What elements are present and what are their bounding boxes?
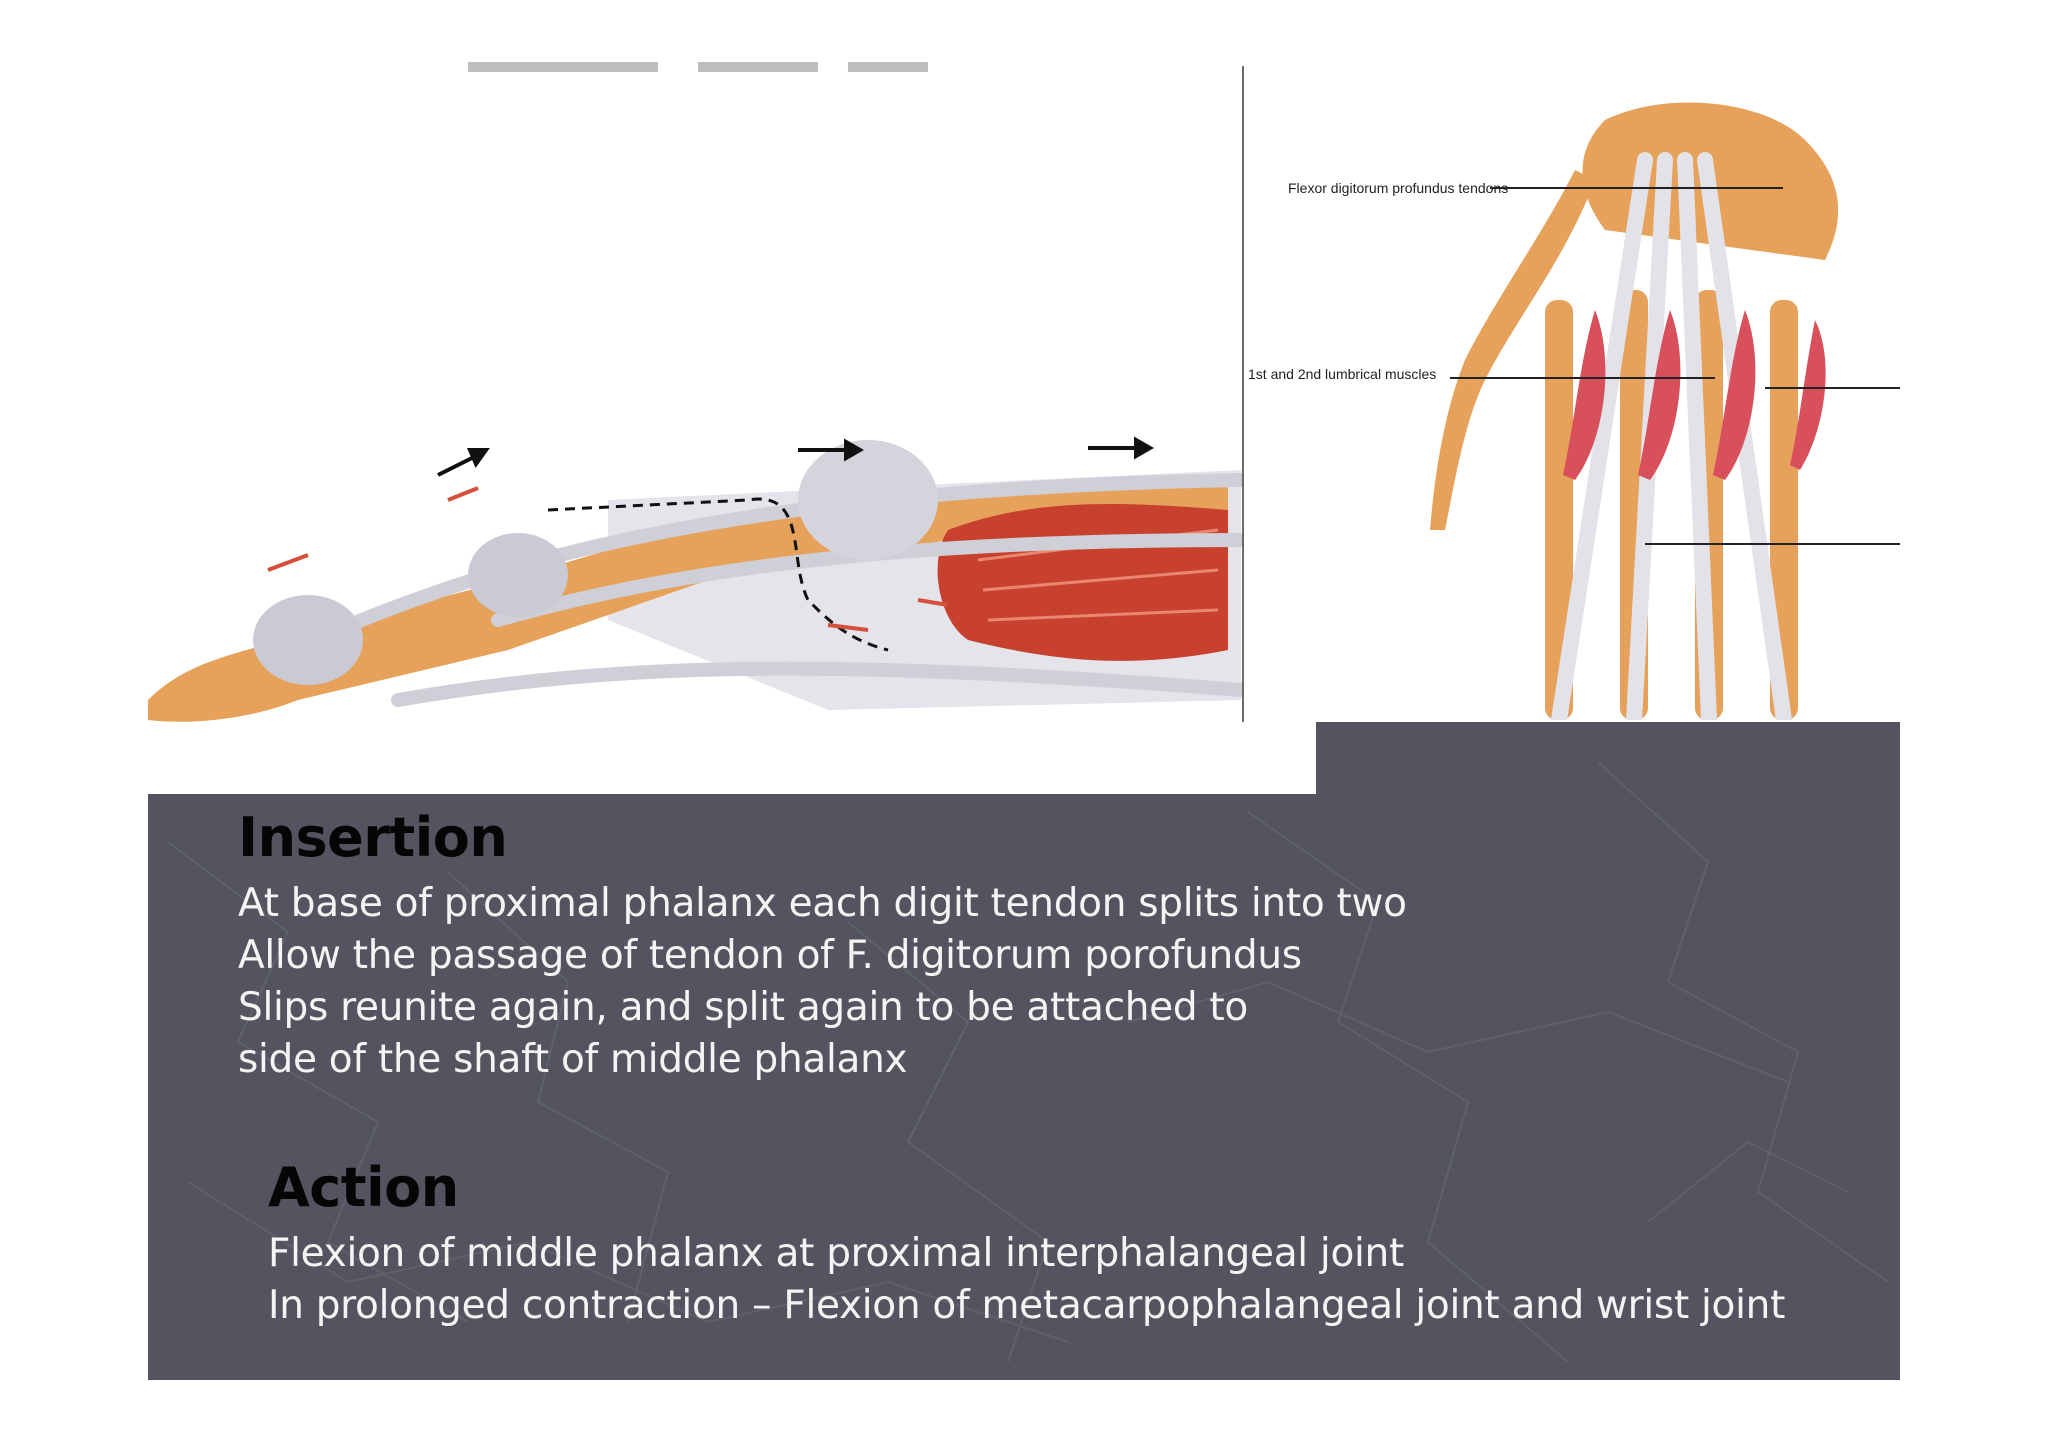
figure-divider — [1242, 66, 1244, 722]
finger-tendon-illustration — [148, 62, 1243, 722]
insertion-line: Allow the passage of tendon of F. digito… — [238, 933, 1302, 978]
action-line: In prolonged contraction – Flexion of me… — [268, 1283, 1786, 1328]
action-lines: Flexion of middle phalanx at proximal in… — [268, 1228, 1785, 1332]
insertion-heading: Insertion — [238, 806, 508, 869]
action-line: Flexion of middle phalanx at proximal in… — [268, 1231, 1404, 1276]
insertion-line: side of the shaft of middle phalanx — [238, 1037, 908, 1082]
insertion-lines: At base of proximal phalanx each digit t… — [238, 878, 1407, 1086]
action-heading: Action — [268, 1156, 459, 1219]
label-lumbricals: 1st and 2nd lumbrical muscles — [1248, 366, 1437, 382]
content-panel — [148, 722, 1900, 1380]
label-fdp-tendons: Flexor digitorum profundus tendons — [1288, 180, 1509, 196]
insertion-line: At base of proximal phalanx each digit t… — [238, 881, 1407, 926]
hand-lumbrical-illustration — [1430, 102, 1900, 720]
insertion-line: Slips reunite again, and split again to … — [238, 985, 1248, 1030]
